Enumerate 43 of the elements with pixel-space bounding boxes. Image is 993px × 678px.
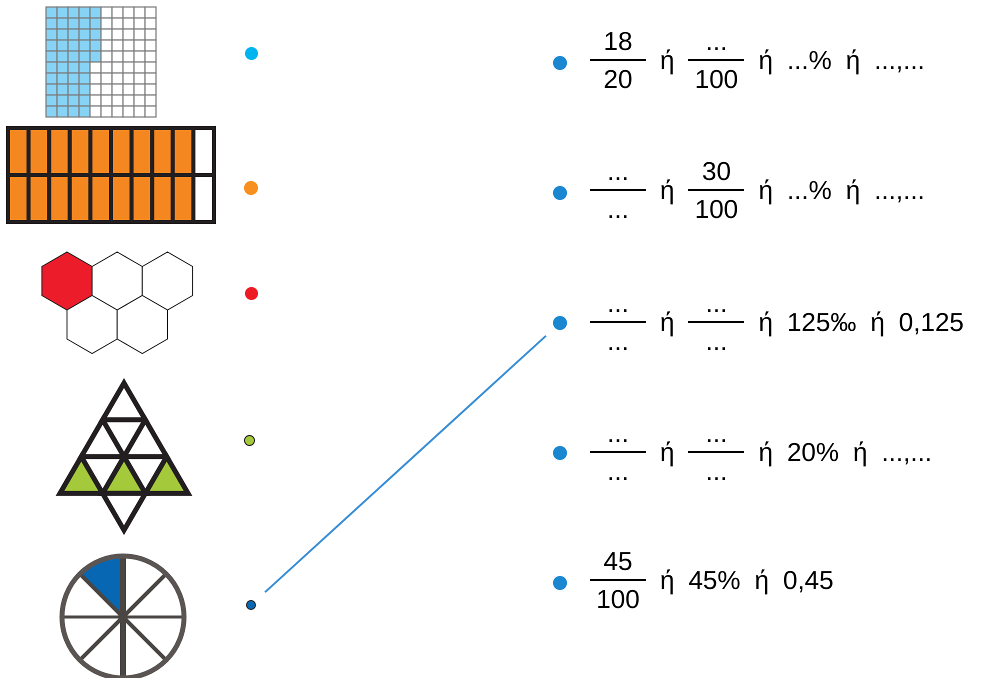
expression-text: ... xyxy=(607,458,629,484)
expression-text: ή xyxy=(758,47,773,73)
expression-text: ή xyxy=(758,309,773,335)
expression-text: ή xyxy=(660,177,674,203)
expression-text: 0,45 xyxy=(782,567,834,593)
expression-text: ή xyxy=(758,177,773,203)
expression-text: 125‰ xyxy=(786,309,856,335)
expression-text: ... xyxy=(706,290,728,316)
expression-text: ... xyxy=(607,420,629,446)
expression-text: 20 xyxy=(604,66,632,92)
expression-text: ... xyxy=(607,196,629,222)
expression-text: ή xyxy=(754,567,769,593)
expression-text: ή xyxy=(870,309,885,335)
expression-text: 30 xyxy=(702,158,731,184)
expression-text: ... xyxy=(607,328,629,354)
expression-text: ...,... xyxy=(874,47,925,73)
expression-text: 18 xyxy=(604,28,632,54)
expression-text: 100 xyxy=(694,66,738,92)
expression-text: 100 xyxy=(694,196,738,222)
expression-text: ή xyxy=(660,439,674,465)
expression-text: ...% xyxy=(786,47,832,73)
expression-text: ή xyxy=(660,567,674,593)
expression-text: ... xyxy=(607,290,629,316)
expression-text: ή xyxy=(846,177,860,203)
expression-text: ή xyxy=(660,309,674,335)
expression-text: 45 xyxy=(604,548,632,574)
expression-text: ή xyxy=(846,47,860,73)
expression-text: ή xyxy=(852,439,868,465)
expression-text: ... xyxy=(706,28,728,54)
expression-text: 20% xyxy=(786,439,839,465)
expression-text: ...,... xyxy=(881,439,932,465)
expression-text: ή xyxy=(660,47,674,73)
expression-text: ή xyxy=(758,439,773,465)
expression-text: 100 xyxy=(596,586,640,612)
expression-text: ... xyxy=(706,328,728,354)
expression-text: ... xyxy=(706,458,728,484)
expression-text: 0,125 xyxy=(898,309,964,335)
expression-text: ...% xyxy=(786,177,832,203)
expression-text: ... xyxy=(607,158,629,184)
expression-text: 45% xyxy=(688,567,741,593)
connecting-line xyxy=(264,335,547,593)
expression-text: ...,... xyxy=(874,177,925,203)
expression-text: ... xyxy=(706,420,728,446)
